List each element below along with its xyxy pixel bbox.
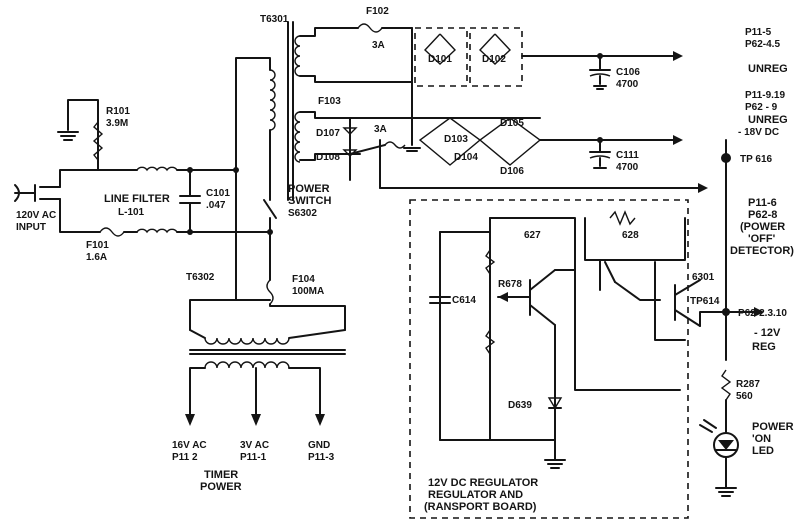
label-q6301: 6301 — [692, 272, 715, 283]
label-c101-val: .047 — [206, 200, 226, 211]
label-s6302: S6302 — [288, 208, 317, 219]
label-timer1: TIMER — [204, 469, 238, 481]
label-tp616: TP 616 — [740, 154, 772, 165]
label-p62-45: P62-4.5 — [745, 39, 780, 50]
label-c106-val: 4700 — [616, 79, 639, 90]
label-p62-9: P62 - 9 — [745, 102, 778, 113]
label-p62-2310: P62-2.3.10 — [738, 308, 787, 319]
label-board2: REGULATOR AND — [428, 489, 523, 501]
label-led3: LED — [752, 445, 774, 457]
label-f102-rating: 3A — [372, 40, 385, 51]
label-c106: C106 — [616, 67, 640, 78]
label-power-switch2: SWITCH — [288, 195, 331, 207]
label-f101: F101 — [86, 240, 109, 251]
label-f103: F103 — [318, 96, 341, 107]
label-p62-8: P62-8 — [748, 209, 777, 221]
label-f104-rating: 100MA — [292, 286, 324, 297]
transformer-t6301 — [269, 21, 301, 201]
label-d104: D104 — [454, 152, 478, 163]
label-input2: INPUT — [16, 222, 46, 233]
label-out16-2: P11 2 — [172, 452, 198, 463]
label-p11-6: P11-6 — [748, 197, 777, 209]
label-tp614: TP614 — [690, 296, 720, 307]
label-reg: REG — [752, 341, 776, 353]
label-d102: D102 — [482, 54, 506, 65]
fuse-f103 — [384, 141, 406, 149]
label-r287-val: 560 — [736, 391, 753, 402]
label-12v: - 12V — [754, 327, 781, 339]
label-d103: D103 — [444, 134, 468, 145]
label-r101: R101 — [106, 106, 130, 117]
label-f102: F102 — [366, 6, 389, 17]
label-t6302: T6302 — [186, 272, 215, 283]
label-led2: 'ON — [752, 433, 771, 445]
label-l101: L-101 — [118, 207, 145, 218]
label-r678: R678 — [498, 279, 522, 290]
label-gnd-1: GND — [308, 440, 330, 451]
diode-pack-d101 — [414, 27, 468, 87]
label-out16-1: 16V AC — [172, 440, 207, 451]
label-unreg2: UNREG — [748, 114, 788, 126]
label-f104: F104 — [292, 274, 315, 285]
label-input1: 120V AC — [16, 210, 56, 221]
label-c111: C111 — [616, 150, 639, 161]
label-power-off1: (POWER — [740, 221, 785, 233]
label-c101: C101 — [206, 188, 230, 199]
label-d639: D639 — [508, 400, 532, 411]
label-r287: R287 — [736, 379, 760, 390]
label-f103-rating: 3A — [374, 124, 387, 135]
label-unreg1: UNREG — [748, 63, 788, 75]
line-filter-coil-top — [136, 166, 178, 172]
label-timer2: POWER — [200, 481, 242, 493]
label-power-off3: DETECTOR) — [730, 245, 794, 257]
line-filter-coil-bottom — [136, 228, 178, 234]
label-t6301: T6301 — [260, 14, 289, 25]
label-power-off2: 'OFF' — [748, 233, 776, 245]
regulator-board-outline — [409, 199, 689, 519]
fuse-f102 — [357, 23, 383, 33]
fuse-f101 — [99, 227, 125, 237]
label-power-switch1: POWER — [288, 183, 330, 195]
label-c111-val: 4700 — [616, 162, 639, 173]
label-board1: 12V DC REGULATOR — [428, 477, 538, 489]
label-d106: D106 — [500, 166, 524, 177]
label-line-filter: LINE FILTER — [104, 193, 170, 205]
label-out3-1: 3V AC — [240, 440, 269, 451]
fuse-f104 — [266, 279, 274, 305]
label-d107: D107 — [316, 128, 340, 139]
label-out3-2: P11-1 — [240, 452, 267, 463]
diode-d107 — [342, 127, 358, 135]
label-r101-val: 3.9M — [106, 118, 128, 129]
label-p11-5: P11-5 — [745, 27, 772, 38]
label-led1: POWER — [752, 421, 794, 433]
label-d105: D105 — [500, 118, 524, 129]
label-q628: 628 — [622, 230, 639, 241]
label-gnd-2: P11-3 — [308, 452, 335, 463]
label-f101-rating: 1.6A — [86, 252, 107, 263]
label-q627: 627 — [524, 230, 541, 241]
label-board3: (RANSPORT BOARD) — [424, 501, 537, 513]
label-18v: - 18V DC — [738, 127, 779, 138]
label-c614: C614 — [452, 295, 476, 306]
label-p11-919: P11-9.19 — [745, 90, 785, 101]
label-d101: D101 — [428, 54, 452, 65]
label-d108: D108 — [316, 152, 340, 163]
